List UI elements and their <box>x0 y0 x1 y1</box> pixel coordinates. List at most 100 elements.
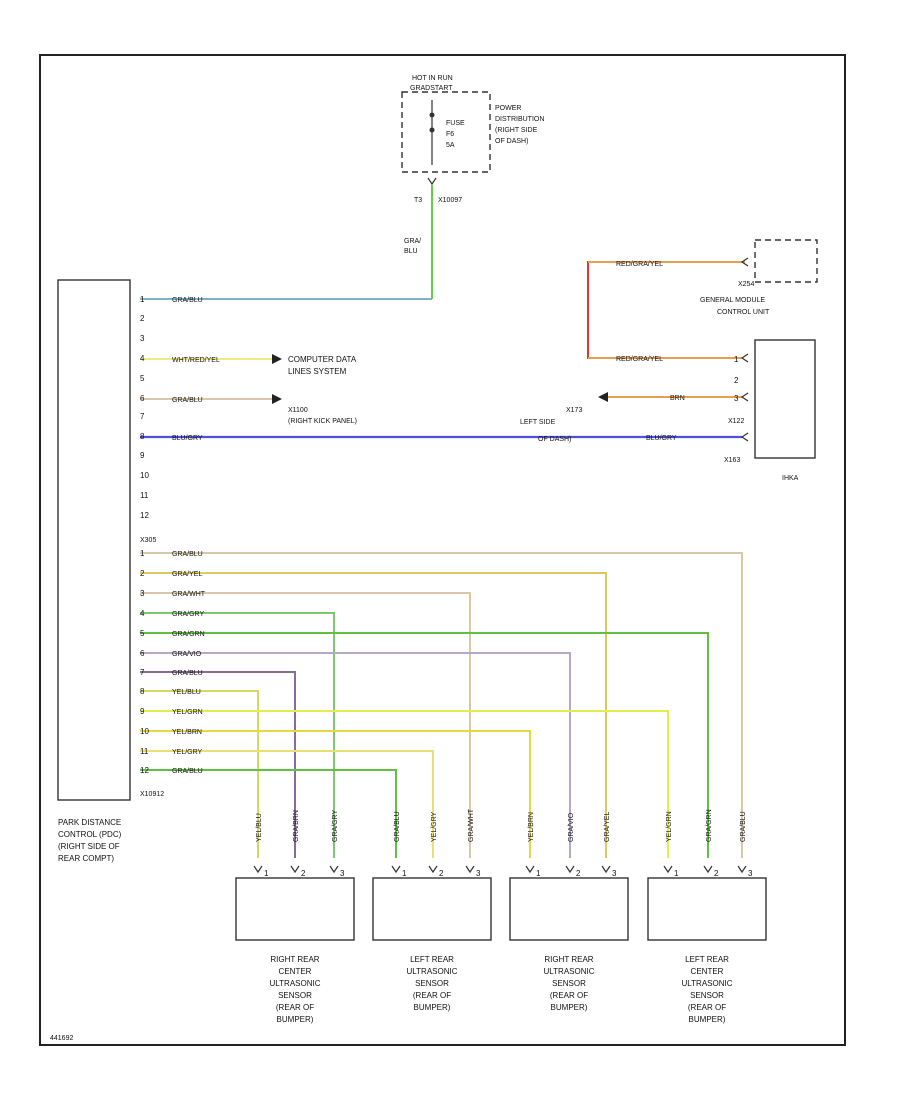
pdc-upper-pin-8: 8 <box>140 432 145 441</box>
wire-lower-10 <box>140 730 531 858</box>
gm-wire-bottom-label: RED/GRA/YEL <box>616 356 663 363</box>
wire-lower-5 <box>140 632 709 858</box>
sensor-pin: 3 <box>476 869 481 878</box>
pdc-connector-top: X305 <box>140 537 156 544</box>
pdc-lower-pin-12: 12 <box>140 766 149 775</box>
ihka-pin-2: 2 <box>734 376 739 385</box>
sensor-name-line-5: BUMPER) <box>551 1003 588 1012</box>
sensor-box <box>372 877 492 941</box>
sensor-connector-symbol <box>253 865 263 874</box>
gm-connector-symbol <box>740 257 749 267</box>
sensor-pin: 1 <box>536 869 541 878</box>
ihka-pin-1: 1 <box>734 355 739 364</box>
power-distribution: HOT IN RUN GRADSTART FUSE F6 5A POWER DI… <box>401 75 544 255</box>
splice2-label-1: X173 <box>566 407 582 414</box>
diagram-frame <box>39 54 846 1046</box>
wire-label-pin4: WHT/RED/YEL <box>172 357 220 364</box>
power-dist-label-2: DISTRIBUTION <box>495 116 544 123</box>
wire-lower-7 <box>140 671 296 858</box>
wire-lower-3 <box>140 592 471 858</box>
sensor-name-line-5: BUMPER) <box>414 1003 451 1012</box>
sensor-wire-label: GRA/BRN <box>293 810 300 842</box>
sensor-pin: 2 <box>576 869 581 878</box>
sensor-name-line-1: LEFT REAR <box>685 955 729 964</box>
pdc-lower-pin-2: 2 <box>140 569 145 578</box>
ihka-connector-3 <box>740 432 749 442</box>
power-distribution-box <box>401 91 491 173</box>
wire-lower-12 <box>140 769 397 858</box>
pdc-lower-pin-10: 10 <box>140 727 149 736</box>
sensor-connector-symbol <box>391 865 401 874</box>
wire-lower-8 <box>140 690 259 858</box>
sensor-wire-label: GRA/WHT <box>468 808 475 842</box>
wires <box>140 185 745 858</box>
sensor-box <box>509 877 629 941</box>
pdc-lower-pin-8: 8 <box>140 687 145 696</box>
sensor-wire-label: GRA/BLU <box>394 811 401 842</box>
sensor-name-line-3: ULTRASONIC <box>270 979 321 988</box>
pdc-upper-pin-3: 3 <box>140 334 145 343</box>
sensor-connector-symbol <box>737 865 747 874</box>
sensor-pin: 3 <box>748 869 753 878</box>
sensor-wire-label: YEL/BRN <box>528 812 535 842</box>
pdc-lower-pin-11: 11 <box>140 747 149 756</box>
lower-wire-label-4: GRA/GRY <box>172 611 204 618</box>
wire-lower-11 <box>140 750 434 858</box>
fuse-label-3: 5A <box>446 142 455 149</box>
pdc-upper-pin-9: 9 <box>140 451 145 460</box>
sensor-connector-symbol <box>601 865 611 874</box>
sensor-name-line-1: RIGHT REAR <box>270 955 319 964</box>
fuse-terminal-bottom <box>429 127 435 133</box>
sensor-connector-symbol <box>525 865 535 874</box>
pdc-upper-pin-11: 11 <box>140 491 149 500</box>
pdc-lower-pin-6: 6 <box>140 649 145 658</box>
sensor-name-line-3: SENSOR <box>415 979 449 988</box>
ihka-wire-blu-label: BLU/GRY <box>646 435 677 442</box>
sensor-name-line-2: CENTER <box>691 967 724 976</box>
sensor-name-line-5: (REAR OF <box>276 1003 314 1012</box>
power-connector-label: X10097 <box>438 197 462 204</box>
diagram-code: 441692 <box>50 1035 73 1042</box>
pdc-upper-pin-5: 5 <box>140 374 145 383</box>
splice2-label-3: OF DASH) <box>538 436 571 443</box>
lower-wire-label-9: YEL/GRN <box>172 709 203 716</box>
cds-label-1: COMPUTER DATA <box>288 355 357 364</box>
wire-label-pin8: BLU/GRY <box>172 435 203 442</box>
wire-lower-9 <box>140 710 669 858</box>
ihka-name: IHKA <box>782 475 799 482</box>
sensor-name-line-6: BUMPER) <box>277 1015 314 1024</box>
pdc-lower-pin-7: 7 <box>140 668 145 677</box>
sensor-connector-symbol <box>329 865 339 874</box>
sensor-wire-label: YEL/BLU <box>256 813 263 842</box>
power-wire-label-1: GRA/ <box>404 238 421 245</box>
fuse-terminal-top <box>429 112 435 118</box>
gm-name-1: GENERAL MODULE <box>700 297 765 304</box>
ihka-connector-2 <box>740 392 749 402</box>
sensor-connector-symbol <box>663 865 673 874</box>
sensor-connector-symbol <box>703 865 713 874</box>
wire-lower-6 <box>140 652 571 858</box>
power-dist-label-1: POWER <box>495 105 521 112</box>
sensor-name-line-3: ULTRASONIC <box>682 979 733 988</box>
pdc-upper-pin-2: 2 <box>140 314 145 323</box>
sensor-name-line-4: (REAR OF <box>550 991 588 1000</box>
ihka-wire-brn-label: BRN <box>670 395 685 402</box>
sensor-wire-label: GRA/GRN <box>706 809 713 842</box>
sensor-wire-label: GRA/VIO <box>568 812 575 842</box>
sensor-wire-label: GRA/YEL <box>604 812 611 842</box>
pdc-module-box <box>57 279 131 801</box>
pdc-upper-pin-4: 4 <box>140 354 145 363</box>
general-module: X254 GENERAL MODULE CONTROL UNIT RED/GRA… <box>616 239 818 363</box>
hot-in-run-label-1: HOT IN RUN <box>412 75 453 82</box>
ihka-connector-1 <box>740 353 749 363</box>
sensor-box <box>647 877 767 941</box>
ihka-connector-mid: X122 <box>728 418 744 425</box>
sensor-name-line-2: CENTER <box>279 967 312 976</box>
pdc-name-3: (RIGHT SIDE OF <box>58 842 120 851</box>
sensor-name-line-2: ULTRASONIC <box>407 967 458 976</box>
sensor-name-line-4: SENSOR <box>690 991 724 1000</box>
sensor-wire-label: YEL/GRN <box>666 811 673 842</box>
fuse-label-1: FUSE <box>446 120 465 127</box>
